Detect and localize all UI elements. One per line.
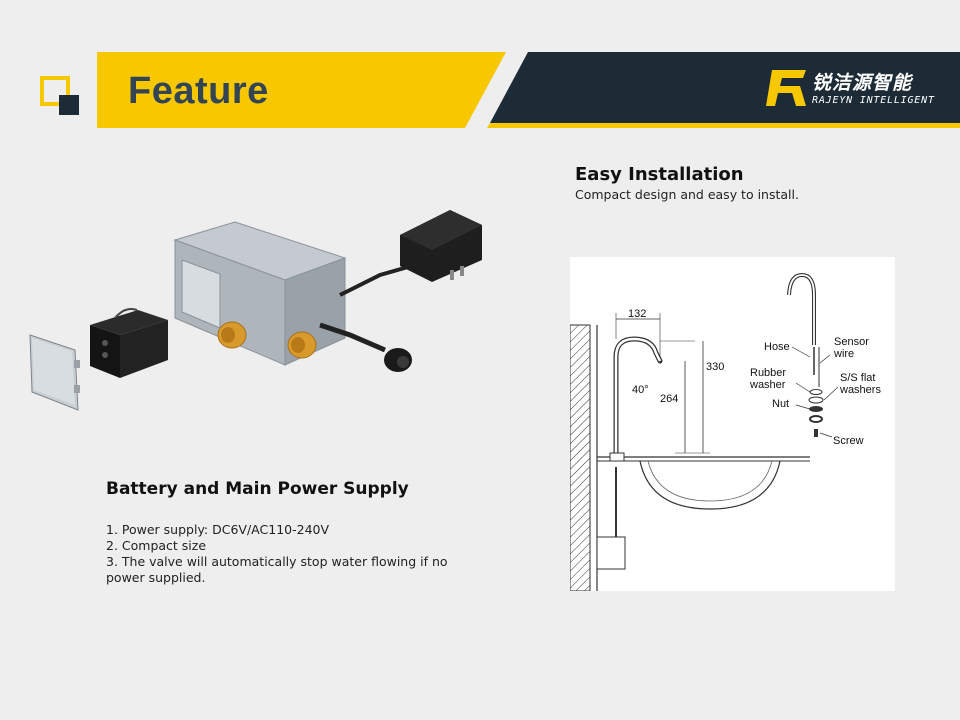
page-title: Feature	[128, 70, 269, 112]
header-brand-band	[490, 52, 960, 123]
list-item: 3. The valve will automatically stop wat…	[106, 554, 448, 585]
label-screw: Screw	[833, 435, 864, 447]
section-logo-icon	[40, 76, 79, 115]
list-item: 2. Compact size	[106, 538, 207, 553]
wall-hatch	[569, 324, 591, 592]
easy-installation-description: Compact design and easy to install.	[575, 187, 799, 202]
battery-cover-icon	[29, 334, 80, 411]
brand-name-cn: 锐洁源智能	[812, 72, 913, 94]
dim-width: 132	[628, 308, 646, 320]
control-box-illustration	[29, 210, 482, 411]
dim-angle: 40°	[632, 384, 649, 396]
power-adapter-icon	[339, 210, 482, 297]
easy-installation-heading: Easy Installation	[575, 164, 744, 185]
header-title-band	[97, 52, 506, 128]
feature-list: 1. Power supply: DC6V/AC110-240V 2. Comp…	[106, 522, 476, 586]
sensor-cable-icon	[319, 322, 412, 372]
brand-logo-icon	[766, 70, 806, 106]
list-item: 1. Power supply: DC6V/AC110-240V	[106, 522, 330, 537]
battery-heading: Battery and Main Power Supply	[106, 479, 409, 499]
label-hose: Hose	[764, 341, 790, 353]
header-brand-underline	[487, 123, 960, 128]
battery-holder-icon	[90, 308, 168, 378]
control-box-side	[596, 536, 626, 570]
header-bars	[97, 52, 960, 128]
brand-name-en: RAJEYN INTELLIGENT	[812, 95, 935, 106]
basin-outline	[639, 460, 781, 510]
faucet-side-view	[613, 336, 663, 460]
label-nut: Nut	[772, 398, 789, 410]
control-box-icon	[173, 221, 347, 366]
dim-height-spout: 264	[660, 393, 678, 405]
dim-height-total: 330	[706, 361, 724, 373]
